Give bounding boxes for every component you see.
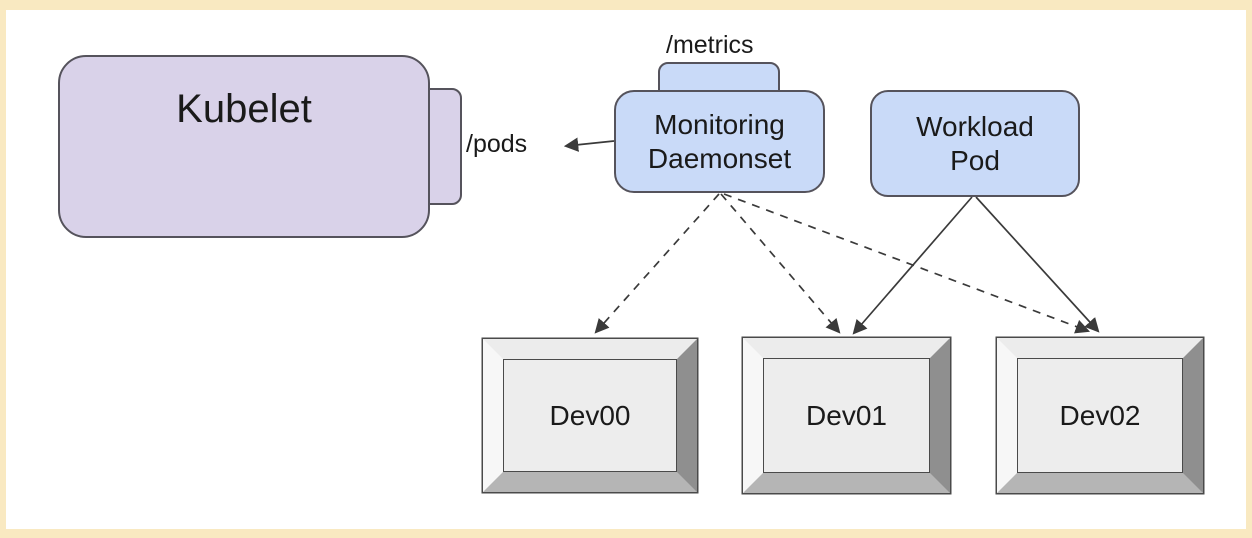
device-label: Dev02 xyxy=(1059,399,1141,431)
monitoring-daemonset-label: Monitoring Daemonset xyxy=(647,108,792,174)
edge-workload-dev02 xyxy=(975,196,1100,333)
metrics-endpoint-label: /metrics xyxy=(666,31,754,59)
edge-monitoring-dev01 xyxy=(720,193,841,334)
workload-pod-node: Workload Pod xyxy=(870,90,1080,197)
device-face-dev00: Dev00 xyxy=(503,359,677,472)
device-node-dev02: Dev02 xyxy=(997,338,1203,493)
device-label: Dev01 xyxy=(806,399,887,431)
edge-monitoring-dev02 xyxy=(723,193,1091,334)
device-label: Dev00 xyxy=(549,399,631,431)
edge-monitoring-dev00 xyxy=(594,193,720,334)
device-node-dev01: Dev01 xyxy=(743,338,950,493)
device-node-dev00: Dev00 xyxy=(483,339,697,492)
edge-workload-dev01 xyxy=(852,196,973,335)
device-face-dev01: Dev01 xyxy=(763,358,930,473)
pods-endpoint-label: /pods xyxy=(466,130,528,158)
workload-pod-label: Workload Pod xyxy=(916,110,1034,176)
kubelet-node: Kubelet xyxy=(58,55,430,238)
device-face-dev02: Dev02 xyxy=(1017,358,1183,473)
monitoring-daemonset-node: Monitoring Daemonset xyxy=(614,90,825,193)
edge-monitoring-kubelet-pods xyxy=(563,137,615,152)
kubelet-label: Kubelet xyxy=(176,87,312,131)
